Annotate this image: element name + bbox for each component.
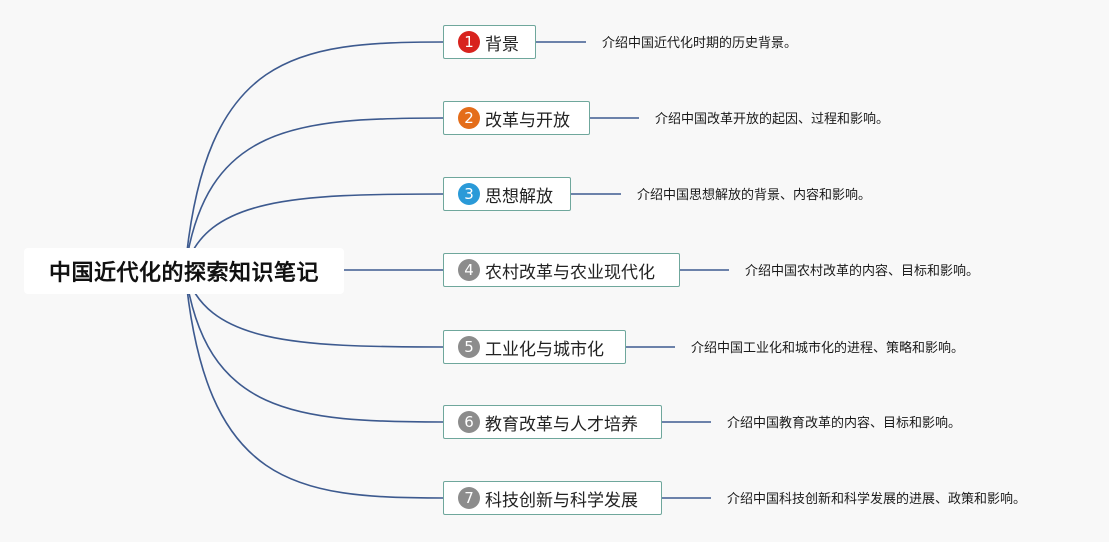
branch-curve: [184, 269, 444, 423]
topic-description: 介绍中国农村改革的内容、目标和影响。: [745, 264, 980, 279]
topic-label: 科技创新与科学发展: [485, 490, 638, 511]
topic-description: 介绍中国教育改革的内容、目标和影响。: [727, 416, 962, 431]
topic-description: 介绍中国思想解放的背景、内容和影响。: [637, 188, 872, 203]
number-4-icon: 4: [458, 259, 480, 281]
topic-node-rural-reform[interactable]: 4 农村改革与农业现代化: [443, 253, 680, 287]
topic-label: 教育改革与人才培养: [485, 414, 638, 435]
topic-node-industrialization[interactable]: 5 工业化与城市化: [443, 330, 626, 364]
number-1-icon: 1: [458, 31, 480, 53]
topic-label: 改革与开放: [485, 110, 570, 131]
number-7-icon: 7: [458, 487, 480, 509]
topic-node-education-reform[interactable]: 6 教育改革与人才培养: [443, 405, 662, 439]
topic-node-science-innovation[interactable]: 7 科技创新与科学发展: [443, 481, 662, 515]
root-node[interactable]: 中国近代化的探索知识笔记: [24, 248, 344, 294]
branch-curve: [184, 41, 444, 271]
topic-label: 农村改革与农业现代化: [485, 262, 655, 283]
number-2-icon: 2: [458, 107, 480, 129]
topic-node-background[interactable]: 1 背景: [443, 25, 536, 59]
branch-curve: [184, 269, 444, 348]
branch-curve: [184, 193, 444, 271]
root-node-label: 中国近代化的探索知识笔记: [48, 261, 319, 286]
topic-label: 思想解放: [485, 186, 553, 207]
topic-description: 介绍中国科技创新和科学发展的进展、政策和影响。: [727, 492, 1027, 507]
topic-label: 背景: [485, 34, 519, 55]
number-3-icon: 3: [458, 183, 480, 205]
topic-description: 介绍中国改革开放的起因、过程和影响。: [655, 112, 890, 127]
topic-label: 工业化与城市化: [485, 339, 604, 360]
topic-description: 介绍中国近代化时期的历史背景。: [602, 36, 798, 51]
number-5-icon: 5: [458, 336, 480, 358]
number-6-icon: 6: [458, 411, 480, 433]
topic-description: 介绍中国工业化和城市化的进程、策略和影响。: [691, 341, 965, 356]
topic-node-reform-opening[interactable]: 2 改革与开放: [443, 101, 590, 135]
topic-node-thought-liberation[interactable]: 3 思想解放: [443, 177, 571, 211]
branch-curve: [184, 117, 444, 271]
branch-curve: [184, 269, 444, 499]
